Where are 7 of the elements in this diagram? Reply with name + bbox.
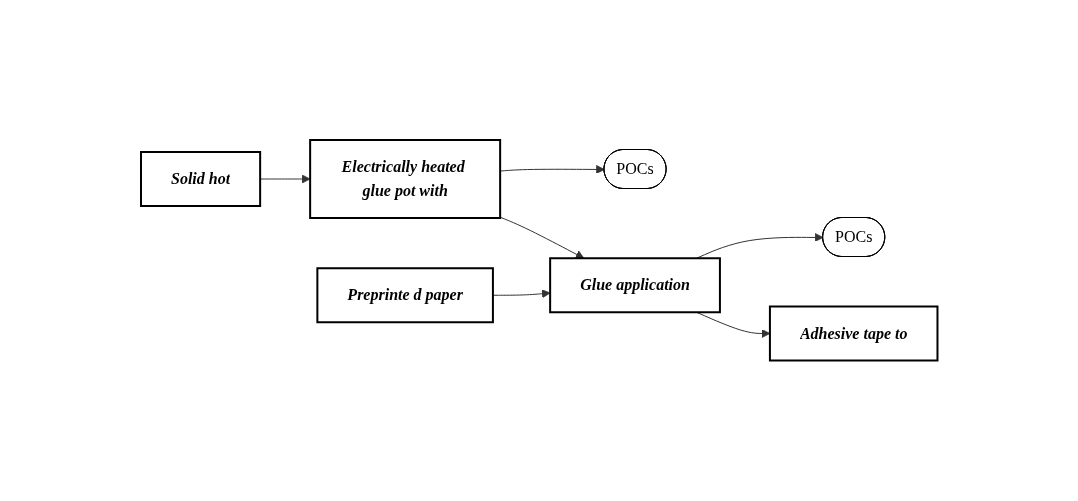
node-box: Preprinte d paper [316,267,494,324]
node-box: Glue application [548,257,721,314]
node-box: Adhesive tape to [768,305,939,362]
arrow [499,165,605,175]
node-box: Solid hot [139,151,261,208]
arrow [499,216,585,259]
node-box: Electrically heated glue pot with [308,139,501,220]
